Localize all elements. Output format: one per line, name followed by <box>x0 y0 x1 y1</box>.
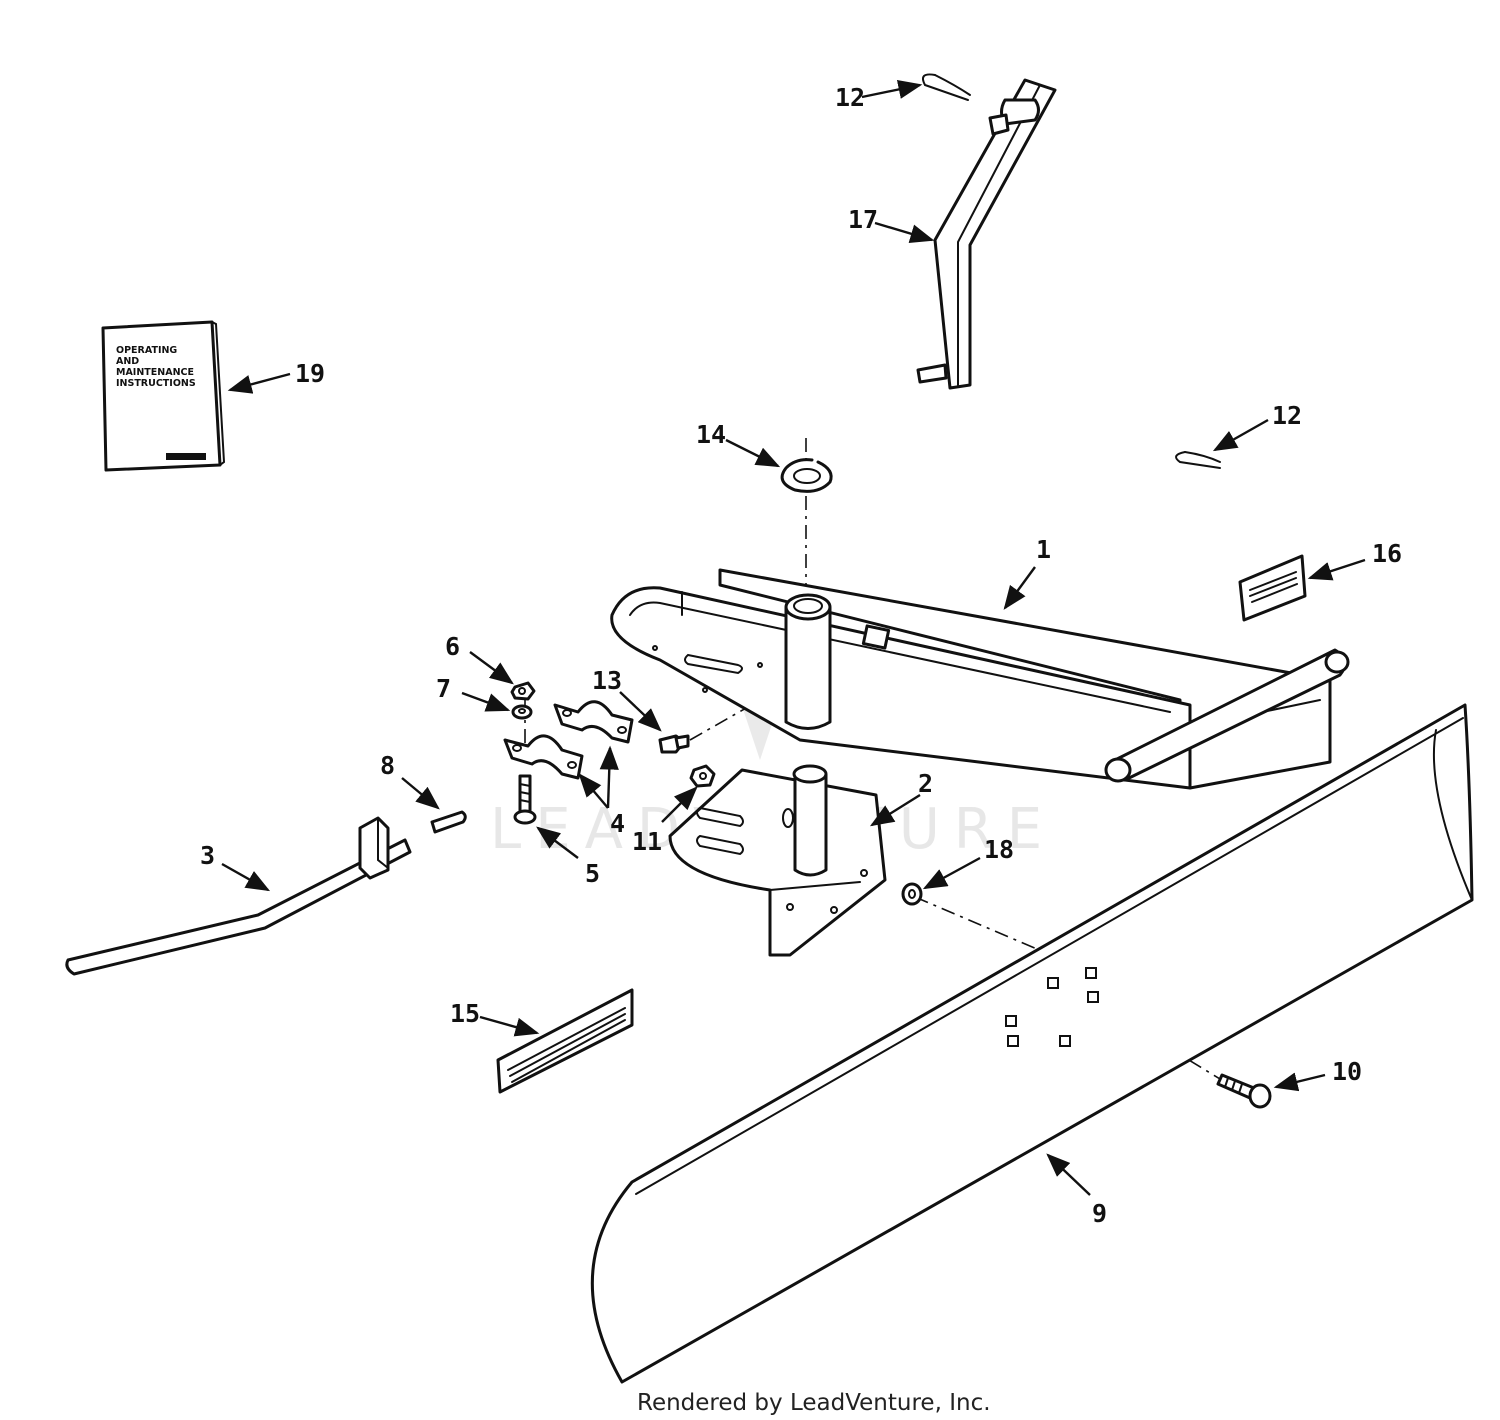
manual-part-19: OPERATING AND MAINTENANCE INSTRUCTIONS <box>101 320 226 472</box>
manual-logo-bar <box>166 453 206 460</box>
manual-title-line-4: INSTRUCTIONS <box>116 378 196 389</box>
nut-part-11 <box>689 764 716 788</box>
lift-rod-part-3 <box>65 816 412 976</box>
callout-12-top: 12 <box>835 83 865 112</box>
manual-title-line-3: MAINTENANCE <box>116 367 194 378</box>
callout-12-right: 12 <box>1272 401 1302 430</box>
lift-handle-part-17 <box>916 78 1057 390</box>
centerline-washer <box>914 896 1059 959</box>
manual-title-line-2: AND <box>116 356 139 367</box>
callout-2: 2 <box>918 769 933 798</box>
bolt-part-5 <box>513 774 537 825</box>
callout-8: 8 <box>380 751 395 780</box>
callout-1: 1 <box>1036 535 1051 564</box>
grease-fitting-part-13 <box>658 734 690 754</box>
callout-4: 4 <box>610 809 625 838</box>
washer-part-18 <box>901 882 923 906</box>
lock-washer-part-7 <box>511 704 533 720</box>
callout-5: 5 <box>585 859 600 888</box>
callout-14: 14 <box>696 420 726 449</box>
callout-13: 13 <box>592 666 622 695</box>
pin-part-8 <box>430 810 467 834</box>
callout-10: 10 <box>1332 1057 1362 1086</box>
pivot-bracket-part-2 <box>668 764 887 957</box>
decal-part-15 <box>496 988 634 1094</box>
callout-6: 6 <box>445 632 460 661</box>
hairpin-clip-part-12-top <box>922 73 971 101</box>
frame-pivot-tube <box>784 593 832 730</box>
retaining-ring-part-14 <box>780 458 833 493</box>
manual-title-line-1: OPERATING <box>116 345 177 356</box>
blade-part-9 <box>590 703 1474 1384</box>
callout-17: 17 <box>848 205 878 234</box>
hairpin-clip-part-12-right <box>1175 451 1221 469</box>
callout-labels: 1 2 3 4 5 6 7 8 9 10 11 12 12 13 14 15 1… <box>200 83 1402 1228</box>
carriage-bolt-part-10 <box>1216 1073 1272 1109</box>
callout-9: 9 <box>1092 1199 1107 1228</box>
clamps-part-4 <box>503 700 634 780</box>
callout-18: 18 <box>984 835 1014 864</box>
callout-3: 3 <box>200 841 215 870</box>
footer-credit: Rendered by LeadVenture, Inc. <box>637 1390 991 1416</box>
frame-axle-pin <box>1104 648 1350 783</box>
callout-leaders <box>221 79 1366 1196</box>
decal-part-16 <box>1238 554 1307 622</box>
callout-7: 7 <box>436 674 451 703</box>
callout-11: 11 <box>632 827 662 856</box>
a-frame-part-1 <box>610 568 1350 790</box>
callout-15: 15 <box>450 999 480 1028</box>
callout-19: 19 <box>295 359 325 388</box>
blade-mounting-slots <box>1005 967 1099 1047</box>
nut-part-6 <box>510 681 536 701</box>
callout-16: 16 <box>1372 539 1402 568</box>
frame-slot-plate <box>652 645 763 693</box>
